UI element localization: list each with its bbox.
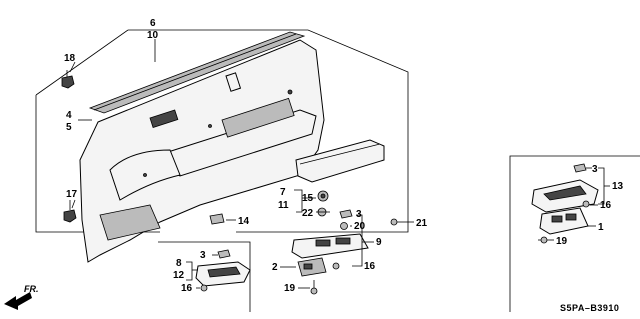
callout-21: 21 <box>416 218 428 229</box>
armrest-pad <box>295 139 385 183</box>
callout-22: 22 <box>302 208 314 219</box>
callout-16-left: 16 <box>181 283 193 294</box>
direction-label: FR. <box>24 284 39 294</box>
inner-handle-left <box>195 261 251 287</box>
callout-2: 2 <box>272 262 278 273</box>
callout-5: 5 <box>66 122 72 133</box>
callout-19-right: 19 <box>556 236 568 247</box>
front-direction-arrow <box>4 292 32 310</box>
clip-14 <box>209 213 225 225</box>
inset-box-right <box>509 155 640 312</box>
callout-10: 10 <box>147 30 159 41</box>
callout-14: 14 <box>238 216 250 227</box>
clip-18 <box>61 70 75 89</box>
callout-4: 4 <box>66 110 72 121</box>
screw-20 <box>340 222 348 230</box>
door-lining-strip <box>88 31 306 114</box>
panel-outline-box-diag <box>35 29 129 96</box>
switch-2 <box>297 257 327 277</box>
callout-20: 20 <box>354 221 366 232</box>
inner-handle-right <box>531 179 599 213</box>
inset-box-left <box>158 241 251 312</box>
callout-16-middle: 16 <box>364 261 376 272</box>
clip-3-left <box>217 249 231 259</box>
callout-16-right: 16 <box>600 200 612 211</box>
callout-3-left: 3 <box>200 250 206 261</box>
clip-17 <box>63 200 77 223</box>
clip-3-right <box>573 163 587 173</box>
callout-13: 13 <box>612 181 624 192</box>
callout-15: 15 <box>302 193 314 204</box>
callout-17: 17 <box>66 189 78 200</box>
callout-8: 8 <box>176 258 182 269</box>
screw-15 <box>317 190 329 202</box>
callout-12: 12 <box>173 270 185 281</box>
callout-7: 7 <box>280 187 286 198</box>
callout-19-middle: 19 <box>284 283 296 294</box>
clip-16-left <box>200 284 208 292</box>
diagram-code: S5PA–B3910 <box>560 303 619 313</box>
clip-3-middle <box>339 209 353 219</box>
screw-19-right <box>538 236 548 244</box>
clip-16-middle <box>332 262 340 270</box>
clip-16-right <box>582 200 590 208</box>
callout-3-right: 3 <box>592 164 598 175</box>
callout-9: 9 <box>376 237 382 248</box>
callout-1: 1 <box>598 222 604 233</box>
panel-outline-box-top <box>128 29 409 233</box>
callout-18: 18 <box>64 53 76 64</box>
switch-1 <box>539 207 589 235</box>
screw-19-middle <box>310 280 318 295</box>
leader-lines <box>69 39 610 289</box>
screw-21 <box>390 218 408 226</box>
door-panel <box>79 39 325 263</box>
callout-6: 6 <box>150 18 156 29</box>
switch-panel-9 <box>291 233 369 259</box>
callout-11: 11 <box>278 200 289 211</box>
callout-3-middle: 3 <box>356 209 362 220</box>
